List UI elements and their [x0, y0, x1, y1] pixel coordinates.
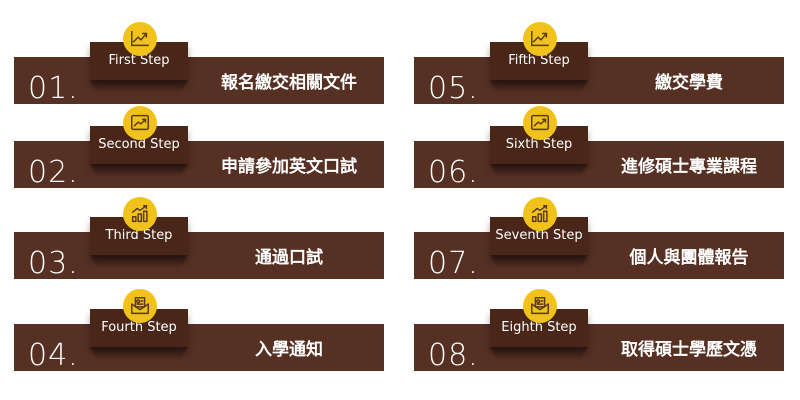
monitor-chart-icon — [523, 106, 557, 140]
step-label: Fifth Step — [508, 53, 570, 68]
growth-chart-icon — [523, 22, 557, 56]
step-number: 04. — [28, 338, 79, 373]
step-number: 08. — [428, 338, 479, 373]
step-7: 07. Seventh Step 個人與團體報告 — [414, 197, 784, 281]
step-1: 01. First Step 報名繳交相關文件 — [14, 22, 384, 106]
step-number: 02. — [28, 155, 79, 190]
step-number: 01. — [28, 71, 79, 106]
bar-chart-icon — [123, 197, 157, 231]
step-bar — [414, 57, 784, 104]
step-2: 02. Second Step 申請參加英文口試 — [14, 106, 384, 190]
step-label: Seventh Step — [495, 228, 583, 243]
monitor-chart-icon — [123, 106, 157, 140]
step-description: 報名繳交相關文件 — [221, 73, 357, 93]
step-description: 入學通知 — [255, 340, 323, 360]
step-label: Eighth Step — [501, 320, 577, 335]
step-label: First Step — [108, 53, 170, 68]
step-bar — [14, 324, 384, 371]
step-bar — [414, 141, 784, 188]
step-3: 03. Third Step 通過口試 — [14, 197, 384, 281]
step-label: Second Step — [98, 137, 180, 152]
step-description: 取得碩士學歷文憑 — [621, 340, 757, 360]
step-description: 個人與團體報告 — [629, 248, 749, 268]
step-description: 進修碩士專業課程 — [621, 157, 757, 177]
bar-chart-icon — [523, 197, 557, 231]
step-bar — [14, 57, 384, 104]
step-number: 03. — [28, 246, 79, 281]
step-number: 07. — [428, 246, 479, 281]
step-number: 05. — [428, 71, 479, 106]
step-description: 申請參加英文口試 — [221, 157, 357, 177]
step-label: Fourth Step — [101, 320, 177, 335]
step-label: Third Step — [105, 228, 173, 243]
step-bar — [14, 232, 384, 279]
step-bar — [14, 141, 384, 188]
growth-chart-icon — [123, 22, 157, 56]
step-number: 06. — [428, 155, 479, 190]
mail-document-icon — [523, 289, 557, 323]
step-4: 04. Fourth Step 入學通知 — [14, 289, 384, 373]
mail-document-icon — [123, 289, 157, 323]
step-5: 05. Fifth Step 繳交學費 — [414, 22, 784, 106]
step-description: 繳交學費 — [655, 73, 723, 93]
step-8: 08. Eighth Step 取得碩士學歷文憑 — [414, 289, 784, 373]
step-bar — [414, 324, 784, 371]
step-6: 06. Sixth Step 進修碩士專業課程 — [414, 106, 784, 190]
step-bar — [414, 232, 784, 279]
step-description: 通過口試 — [255, 248, 323, 268]
step-label: Sixth Step — [505, 137, 573, 152]
